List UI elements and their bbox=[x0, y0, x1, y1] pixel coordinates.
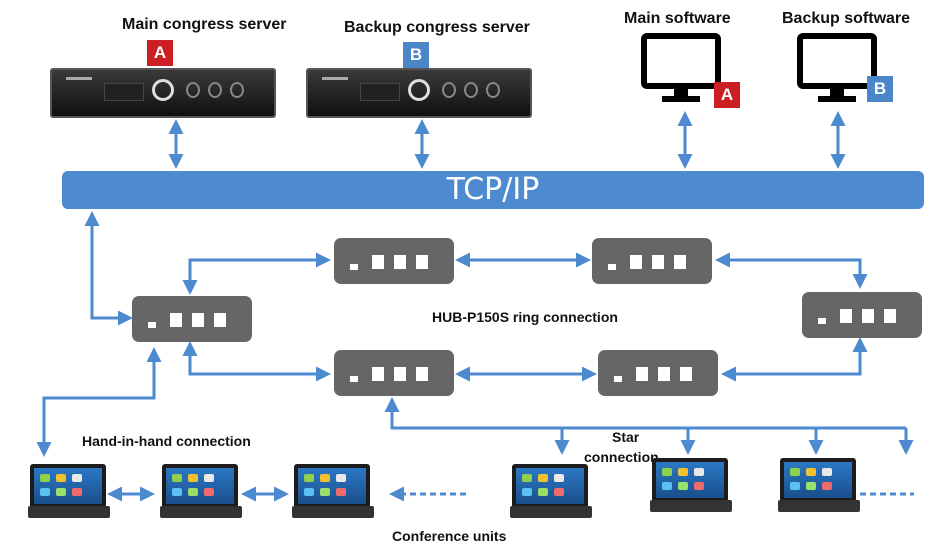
server-port bbox=[442, 82, 456, 98]
hub-port bbox=[680, 367, 692, 381]
hub-port bbox=[636, 367, 648, 381]
monitor-icon-main bbox=[641, 33, 721, 102]
conference-unit bbox=[292, 464, 374, 520]
hub-port bbox=[148, 322, 156, 328]
server-display bbox=[360, 83, 400, 101]
hub-port bbox=[658, 367, 670, 381]
main-congress-server bbox=[50, 68, 276, 118]
hub-port bbox=[416, 367, 428, 381]
badge-main-server: A bbox=[147, 40, 173, 66]
arrow-tcp-left-hub bbox=[84, 211, 133, 326]
backup-server-label: Backup congress server bbox=[344, 19, 530, 36]
conference-unit bbox=[778, 458, 860, 514]
hub-port bbox=[372, 367, 384, 381]
badge-backup-server: B bbox=[403, 42, 429, 68]
server-port bbox=[486, 82, 500, 98]
arrow-hub-hand-in-hand bbox=[36, 347, 162, 457]
hub-port bbox=[170, 313, 182, 327]
hub-port bbox=[862, 309, 874, 323]
hub-port bbox=[372, 255, 384, 269]
hub-bottom-2 bbox=[598, 350, 718, 396]
hub-port bbox=[192, 313, 204, 327]
hub-port bbox=[394, 255, 406, 269]
hub-bottom-1 bbox=[334, 350, 454, 396]
backup-congress-server bbox=[306, 68, 532, 118]
hub-top-1 bbox=[334, 238, 454, 284]
server-port bbox=[208, 82, 222, 98]
conference-unit bbox=[28, 464, 110, 520]
hub-ring-label: HUB-P150S ring connection bbox=[432, 309, 618, 325]
conference-units-label: Conference units bbox=[392, 528, 507, 544]
monitor-icon-backup bbox=[797, 33, 877, 102]
hub-port bbox=[614, 376, 622, 382]
hub-port bbox=[840, 309, 852, 323]
server-knob bbox=[152, 79, 174, 101]
hub-port bbox=[416, 255, 428, 269]
arrow-ring-bottom-left bbox=[182, 341, 331, 382]
star-connection-label: connection bbox=[584, 449, 659, 465]
arrow-star-trunk bbox=[384, 397, 906, 430]
arrow-ring-top-left bbox=[182, 252, 331, 295]
server-port bbox=[186, 82, 200, 98]
server-knob bbox=[408, 79, 430, 101]
hub-port bbox=[608, 264, 616, 270]
hub-top-2 bbox=[592, 238, 712, 284]
hub-port bbox=[394, 367, 406, 381]
conference-unit bbox=[650, 458, 732, 514]
tcpip-bar: TCP/IP bbox=[62, 171, 924, 209]
server-port bbox=[230, 82, 244, 98]
arrow-ring-bottom-right bbox=[721, 337, 868, 382]
arrow-ring-top-right bbox=[715, 252, 868, 289]
hub-port bbox=[818, 318, 826, 324]
conference-unit bbox=[510, 464, 592, 520]
hub-port bbox=[350, 376, 358, 382]
conference-unit bbox=[160, 464, 242, 520]
hub-port bbox=[652, 255, 664, 269]
hub-port bbox=[630, 255, 642, 269]
main-server-label: Main congress server bbox=[122, 16, 287, 33]
badge-main-software: A bbox=[714, 82, 740, 108]
hub-port bbox=[350, 264, 358, 270]
hub-port bbox=[674, 255, 686, 269]
hub-left bbox=[132, 296, 252, 342]
hub-port bbox=[214, 313, 226, 327]
hub-right bbox=[802, 292, 922, 338]
star-label: Star bbox=[612, 429, 640, 445]
backup-software-label: Backup software bbox=[782, 10, 911, 27]
server-display bbox=[104, 83, 144, 101]
hand-in-hand-label: Hand-in-hand connection bbox=[82, 433, 251, 449]
main-software-label: Main software bbox=[624, 10, 731, 27]
server-brand bbox=[66, 77, 92, 80]
server-port bbox=[464, 82, 478, 98]
server-brand bbox=[322, 77, 348, 80]
hub-port bbox=[884, 309, 896, 323]
badge-backup-software: B bbox=[867, 76, 893, 102]
